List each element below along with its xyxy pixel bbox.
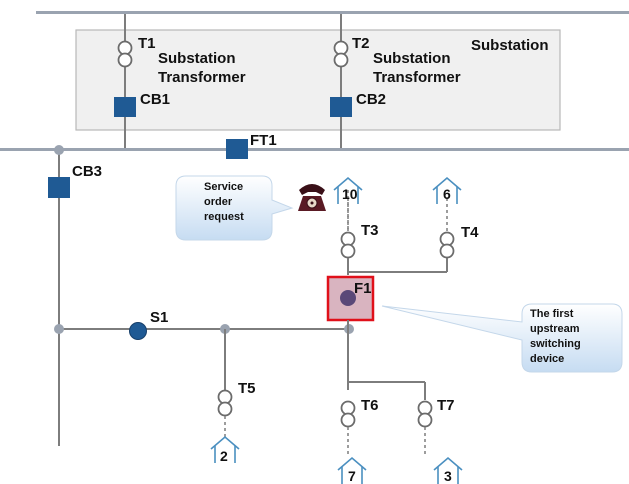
substation-title: Substation xyxy=(471,37,549,54)
t5-label: T5 xyxy=(238,380,256,397)
service-request-callout: Service order request xyxy=(176,176,272,240)
customer-7-label: 7 xyxy=(348,468,356,484)
t2-label: T2 xyxy=(352,35,370,52)
breaker-icon[interactable] xyxy=(48,177,70,198)
cb1-label: CB1 xyxy=(140,91,170,108)
callout-line: upstream xyxy=(530,323,580,335)
customer-10-label: 10 xyxy=(342,186,358,202)
first-upstream-device-callout: The first upstream switching device xyxy=(522,304,622,372)
fuse-icon[interactable] xyxy=(340,290,356,306)
breaker-icon[interactable] xyxy=(226,139,248,159)
switch-icon[interactable] xyxy=(129,322,147,340)
t7-label: T7 xyxy=(437,397,455,414)
transformer-icon xyxy=(417,400,433,428)
t1-desc-line1: Substation xyxy=(158,50,236,67)
telephone-icon xyxy=(295,180,329,214)
customer-2-label: 2 xyxy=(220,448,228,464)
callout-line: Service xyxy=(204,181,244,193)
customer-6-label: 6 xyxy=(443,186,451,202)
main-busbar xyxy=(0,148,629,151)
transformer-icon xyxy=(217,389,233,417)
breaker-icon[interactable] xyxy=(114,97,136,117)
bus-node xyxy=(54,324,64,334)
t6-label: T6 xyxy=(361,397,379,414)
t1-desc-line2: Transformer xyxy=(158,69,246,86)
callout-line: The first xyxy=(530,308,574,320)
transformer-icon xyxy=(439,231,455,259)
customer-3-label: 3 xyxy=(444,468,452,484)
cb3-label: CB3 xyxy=(72,163,102,180)
substation-box xyxy=(75,29,561,131)
callout-line: request xyxy=(204,211,244,223)
callout-line: order xyxy=(204,196,233,208)
ft1-label: FT1 xyxy=(250,132,277,149)
upstream-device-callout-shape xyxy=(381,303,623,373)
transformer-icon xyxy=(340,400,356,428)
top-busbar xyxy=(36,11,629,14)
t1-label: T1 xyxy=(138,35,156,52)
t2-desc-line2: Transformer xyxy=(373,69,461,86)
callout-line: device xyxy=(530,353,565,365)
breaker-icon[interactable] xyxy=(330,97,352,117)
bus-node xyxy=(54,145,64,155)
f1-label: F1 xyxy=(354,280,372,297)
service-request-callout-shape xyxy=(175,175,294,241)
cb2-label: CB2 xyxy=(356,91,386,108)
t4-label: T4 xyxy=(461,224,479,241)
t2-desc-line1: Substation xyxy=(373,50,451,67)
callout-line: switching xyxy=(530,338,581,350)
transformer-icon xyxy=(340,231,356,259)
s1-label: S1 xyxy=(150,309,168,326)
t3-label: T3 xyxy=(361,222,379,239)
